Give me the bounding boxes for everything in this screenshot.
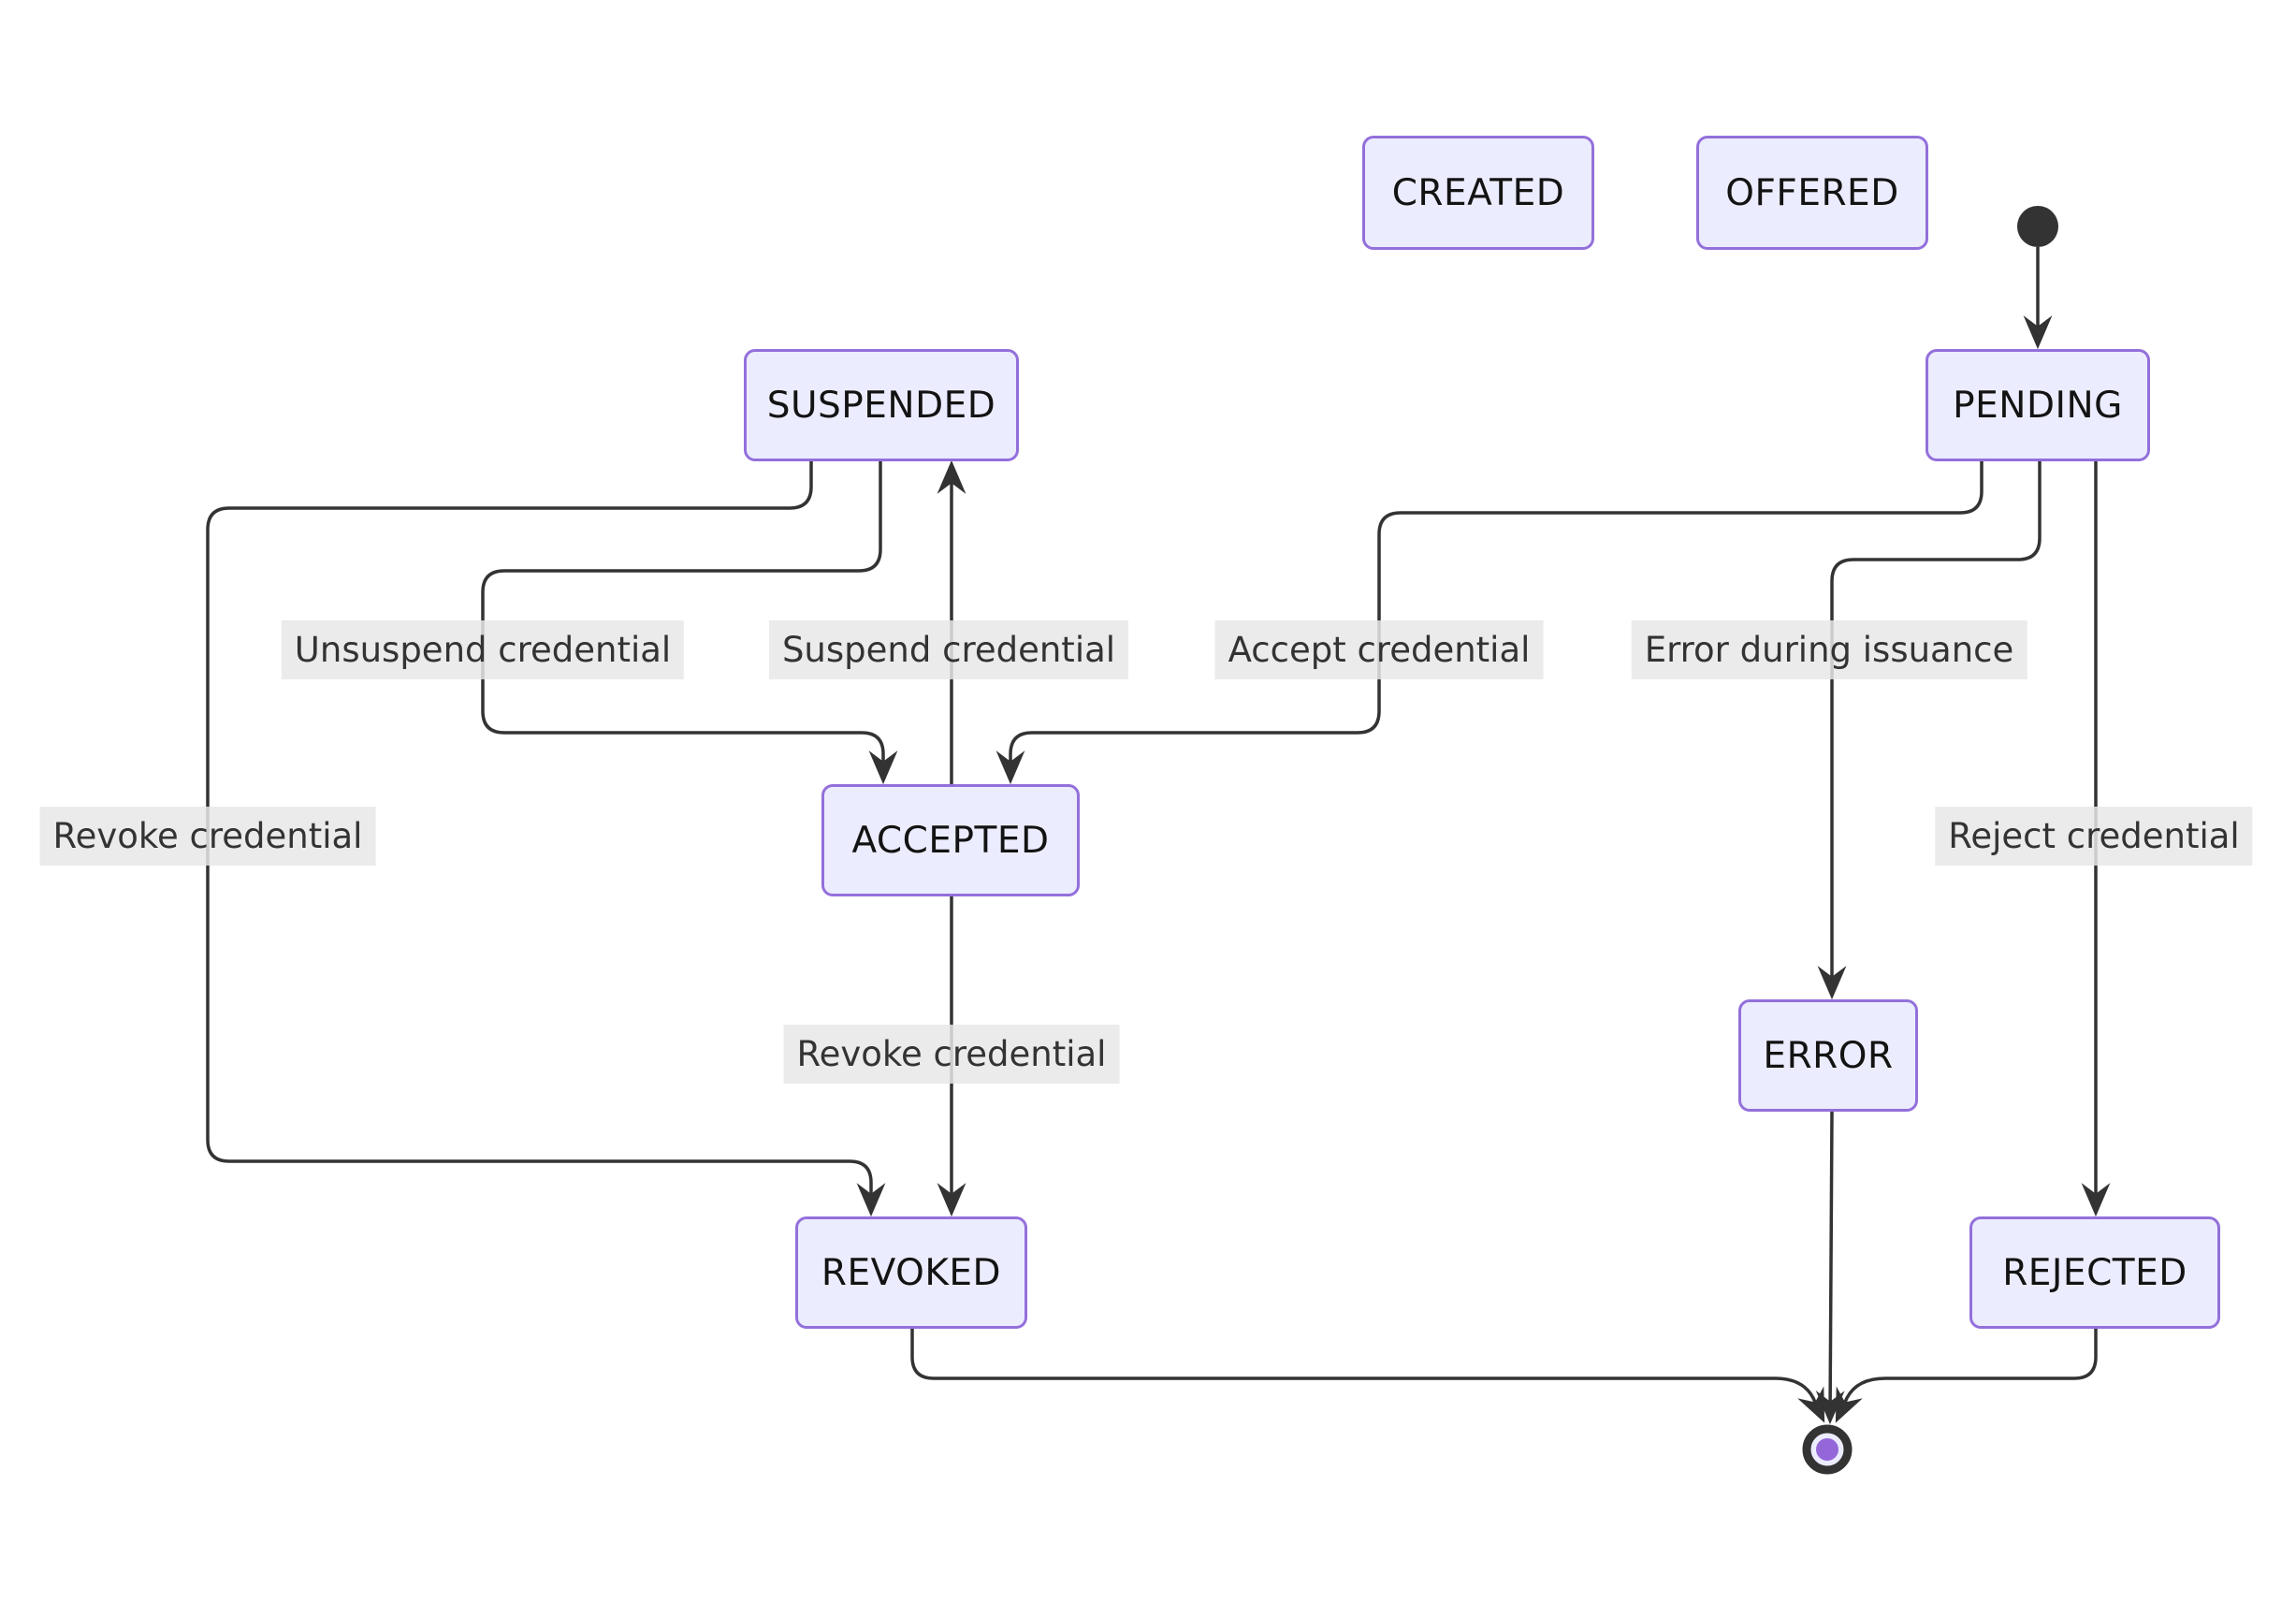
final-state-icon <box>1802 1424 1853 1475</box>
state-node-offered-label: OFFERED <box>1725 171 1899 214</box>
state-node-rejected-label: REJECTED <box>2002 1251 2187 1294</box>
state-node-rejected: REJECTED <box>1969 1216 2220 1329</box>
state-node-accepted: ACCEPTED <box>821 784 1080 896</box>
edge-rejected-end <box>1835 1329 2098 1423</box>
state-node-offered: OFFERED <box>1696 136 1928 250</box>
state-node-revoked-label: REVOKED <box>821 1251 1002 1294</box>
edge-label-unsuspend-credential: Unsuspend credential <box>281 620 685 679</box>
state-node-revoked: REVOKED <box>795 1216 1027 1329</box>
state-node-created: CREATED <box>1362 136 1594 250</box>
edge-revoked-end <box>910 1329 1825 1423</box>
edge-label-revoke-credential-middle: Revoke credential <box>783 1025 1120 1084</box>
edge-label-reject-credential: Reject credential <box>1935 807 2253 866</box>
edge-label-accept-credential: Accept credential <box>1214 620 1544 679</box>
state-node-pending: PENDING <box>1925 349 2150 461</box>
state-node-pending-label: PENDING <box>1953 384 2123 427</box>
state-node-suspended-label: SUSPENDED <box>766 384 996 427</box>
state-node-created-label: CREATED <box>1391 171 1565 214</box>
state-node-suspended: SUSPENDED <box>744 349 1019 461</box>
initial-state-dot-icon <box>2017 206 2058 247</box>
edge-label-suspend-credential: Suspend credential <box>768 620 1129 679</box>
edge-error-end <box>1815 1111 1845 1425</box>
state-node-error-label: ERROR <box>1763 1034 1894 1077</box>
edge-label-error-during-issuance: Error during issuance <box>1631 620 2027 679</box>
state-node-error: ERROR <box>1738 999 1918 1112</box>
state-node-accepted-label: ACCEPTED <box>851 819 1050 862</box>
edge-label-revoke-credential-left: Revoke credential <box>39 807 376 866</box>
edge-pending-error <box>1817 461 2042 1000</box>
